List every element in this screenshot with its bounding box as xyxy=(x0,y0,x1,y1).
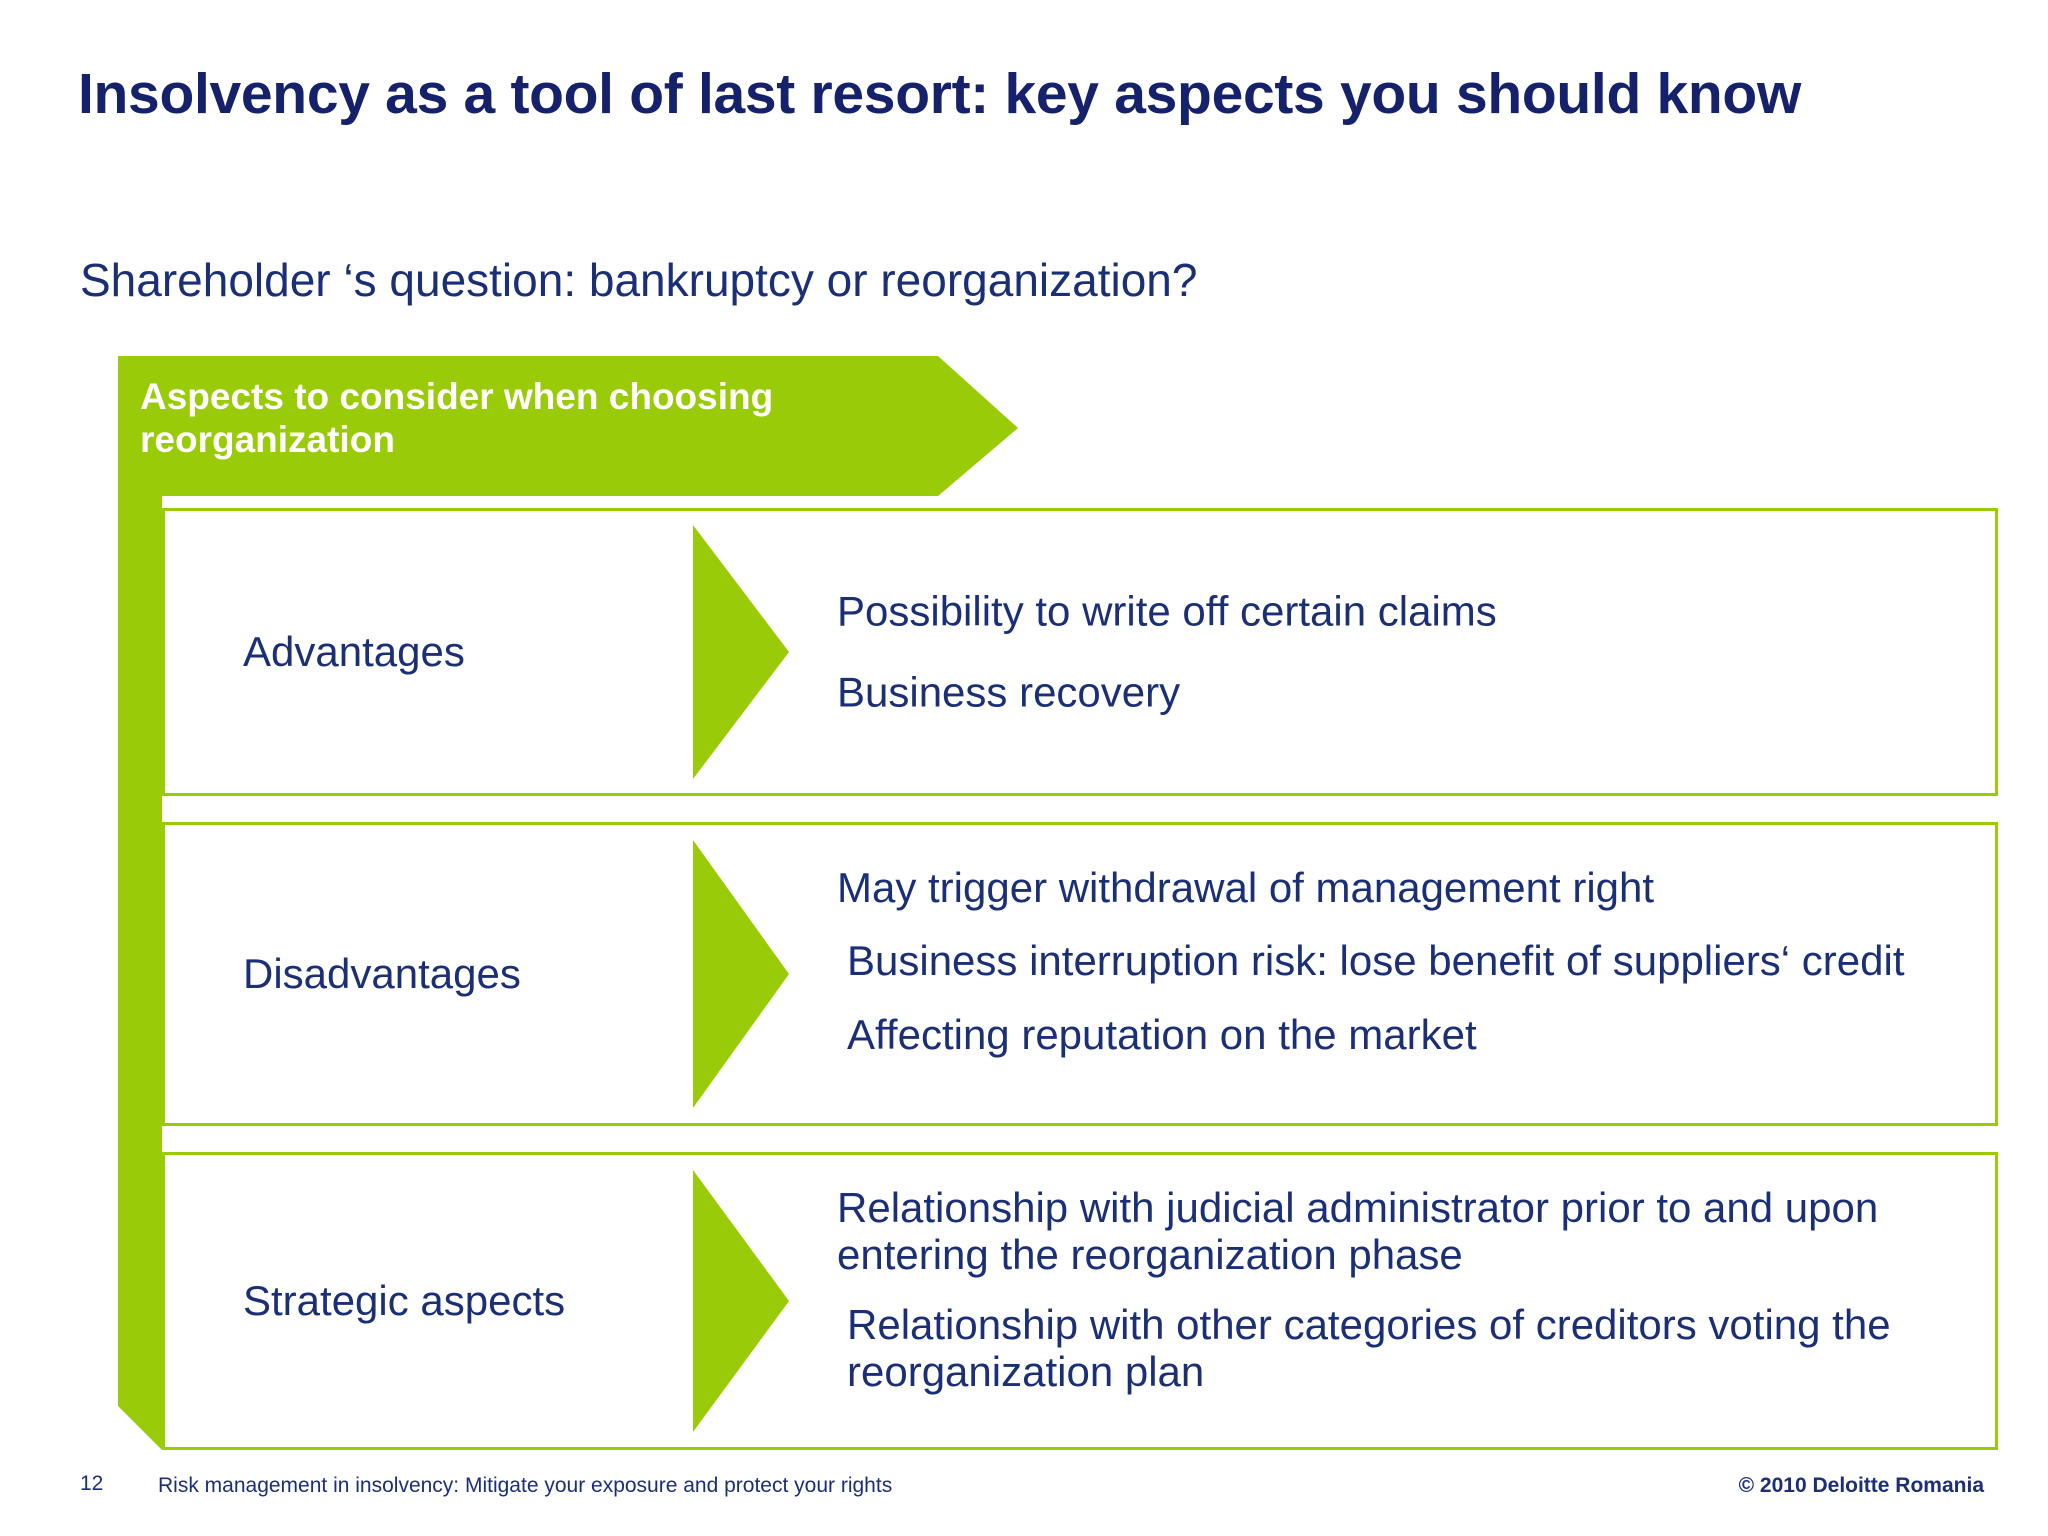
chevron-right-icon xyxy=(693,525,789,779)
diagram-banner: Aspects to consider when choosing reorga… xyxy=(118,356,1018,496)
table-row: Strategic aspects Relationship with judi… xyxy=(162,1152,1998,1450)
aspects-diagram: Aspects to consider when choosing reorga… xyxy=(118,356,1998,1450)
list-item: Affecting reputation on the market xyxy=(847,1010,1477,1058)
footer-copyright: © 2010 Deloitte Romania xyxy=(1738,1474,1984,1497)
diagram-left-spine xyxy=(118,356,162,1450)
chevron-right-icon xyxy=(693,1170,789,1432)
row-label-advantages: Advantages xyxy=(243,628,465,675)
footer-page-number: 12 xyxy=(80,1472,104,1495)
page-title: Insolvency as a tool of last resort: key… xyxy=(78,62,1801,126)
footer-note: Risk management in insolvency: Mitigate … xyxy=(158,1474,893,1497)
list-item: Relationship with other categories of cr… xyxy=(847,1301,1891,1396)
row-bullets-advantages: Possibility to write off certain claims … xyxy=(837,588,1981,717)
list-item: Business interruption risk: lose benefit… xyxy=(847,937,1905,985)
list-item: Business recovery xyxy=(837,669,1181,716)
diagram-banner-label: Aspects to consider when choosing reorga… xyxy=(140,376,774,461)
list-item: May trigger withdrawal of management rig… xyxy=(837,863,1655,911)
table-row: Advantages Possibility to write off cert… xyxy=(162,508,1998,796)
table-row: Disadvantages May trigger withdrawal of … xyxy=(162,822,1998,1126)
list-item: Possibility to write off certain claims xyxy=(837,587,1497,635)
row-bullets-disadvantages: May trigger withdrawal of management rig… xyxy=(837,864,1981,1084)
row-label-strategic-aspects: Strategic aspects xyxy=(243,1277,566,1324)
row-label-disadvantages: Disadvantages xyxy=(243,950,521,997)
row-bullets-strategic-aspects: Relationship with judicial administrator… xyxy=(837,1184,1981,1418)
list-item: Relationship with judicial administrator… xyxy=(837,1184,1879,1279)
chevron-right-icon xyxy=(693,840,789,1108)
page-subtitle: Shareholder ‘s question: bankruptcy or r… xyxy=(80,254,1198,306)
